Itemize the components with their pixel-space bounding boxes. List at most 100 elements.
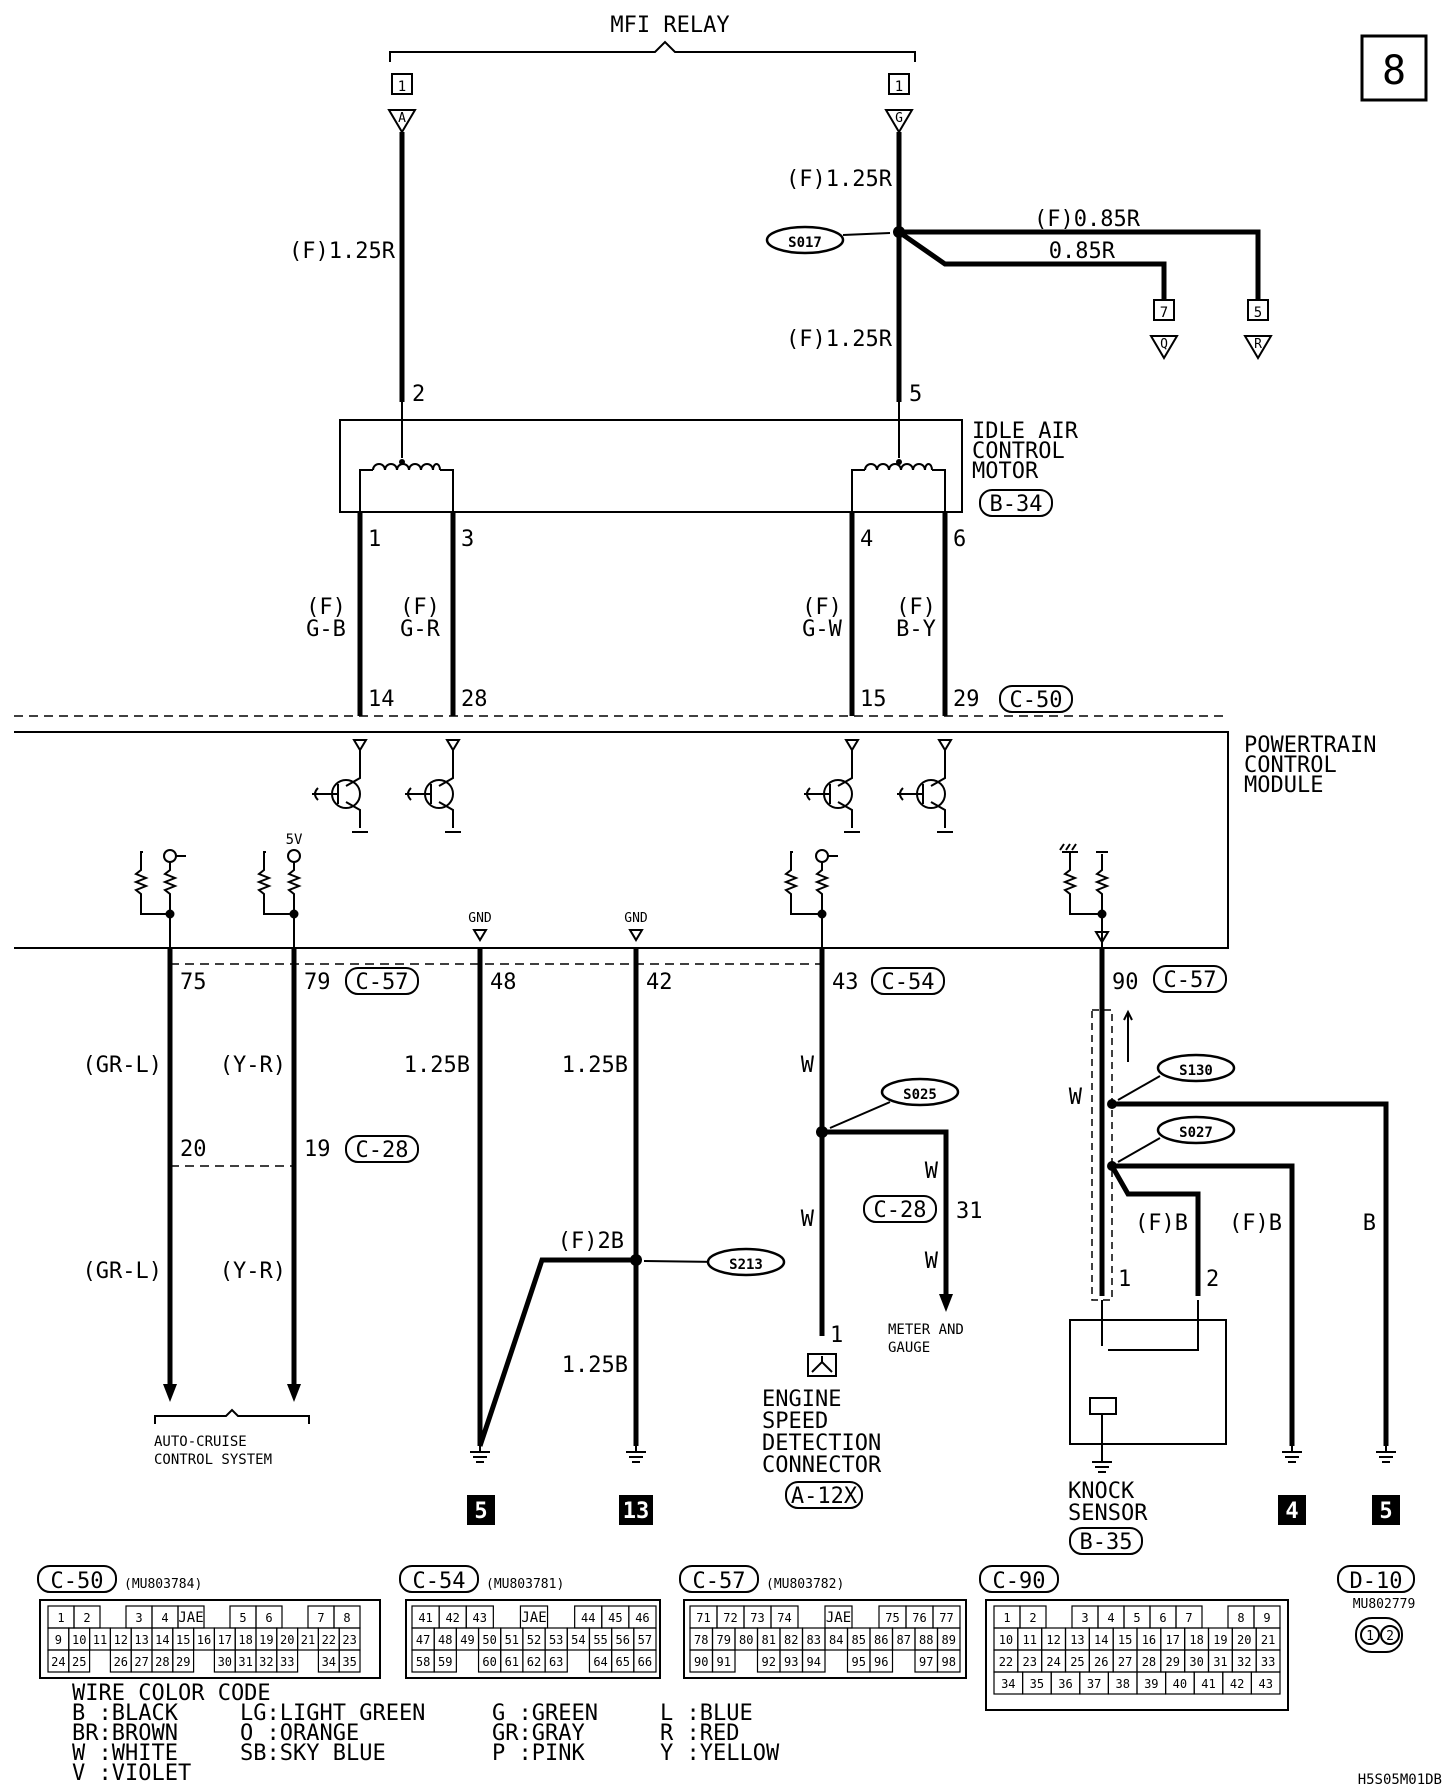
connector-pin-number: 51 bbox=[505, 1633, 519, 1647]
connector-pin-number: 24 bbox=[51, 1655, 65, 1669]
connector-pin-number: 45 bbox=[608, 1611, 622, 1625]
esdc-connector-symbol bbox=[807, 1353, 837, 1377]
svg-text:2: 2 bbox=[1386, 1629, 1394, 1644]
connector-pin-number: 81 bbox=[762, 1633, 776, 1647]
connector-pin-number: 27 bbox=[1118, 1655, 1132, 1669]
connector-pin-number: 49 bbox=[460, 1633, 474, 1647]
splice-s027-tag bbox=[1156, 1115, 1236, 1145]
connector-pin-number: 7 bbox=[1185, 1611, 1192, 1625]
connector-pin-number: 44 bbox=[581, 1611, 595, 1625]
svg-text:V :VIOLET: V :VIOLET bbox=[72, 1761, 191, 1786]
pcm-pin-29: 29 bbox=[953, 687, 980, 712]
connector-pin-number: 85 bbox=[852, 1633, 866, 1647]
wire-s025-branch bbox=[822, 1129, 949, 1296]
connector-pin-number: 29 bbox=[176, 1655, 190, 1669]
connector-pin-number: 3 bbox=[135, 1611, 142, 1625]
connector-pin-number: 19 bbox=[259, 1633, 273, 1647]
wire-color-75-lower: (GR-L) bbox=[83, 1259, 162, 1284]
connector-pin-number: 11 bbox=[93, 1633, 107, 1647]
connector-pin-number: 83 bbox=[807, 1633, 821, 1647]
wire-color-43: W bbox=[801, 1053, 815, 1078]
connector-pin-number: 41 bbox=[1201, 1677, 1215, 1691]
iac-motor-name-2: CONTROL bbox=[972, 439, 1065, 464]
connector-pin-number: 91 bbox=[717, 1655, 731, 1669]
connector-pin-number: 4 bbox=[1107, 1611, 1114, 1625]
f-mark-29: (F) bbox=[896, 595, 936, 620]
connector-pin-number: 22 bbox=[322, 1633, 336, 1647]
connector-pin-number: 31 bbox=[238, 1655, 252, 1669]
connector-pin-number: 28 bbox=[1142, 1655, 1156, 1669]
connector-pin-number: 42 bbox=[1230, 1677, 1244, 1691]
knock-shield bbox=[1091, 1009, 1113, 1301]
pcm-gnd-marker-1 bbox=[472, 929, 488, 942]
svg-text:(MU803782): (MU803782) bbox=[766, 1577, 844, 1592]
connector-pin-number: 71 bbox=[696, 1611, 710, 1625]
connector-pin-number: 34 bbox=[1001, 1677, 1015, 1691]
wire-color-79-upper: (Y-R) bbox=[220, 1053, 286, 1078]
auto-cruise-label-2: CONTROL SYSTEM bbox=[154, 1452, 272, 1468]
connector-pin-number: 98 bbox=[942, 1655, 956, 1669]
knock-connector-box bbox=[1069, 1527, 1143, 1555]
connector-pin-number: 18 bbox=[1189, 1633, 1203, 1647]
svg-text:P :PINK: P :PINK bbox=[492, 1741, 585, 1766]
page-number-box bbox=[1360, 34, 1428, 102]
connector-pin-number: 18 bbox=[238, 1633, 252, 1647]
svg-text:Q: Q bbox=[1160, 337, 1168, 352]
splice-s130-label: S130 bbox=[1179, 1063, 1213, 1079]
meter-arrow bbox=[939, 1294, 953, 1312]
connector-pin-number: 60 bbox=[482, 1655, 496, 1669]
connector-pin-number: 66 bbox=[638, 1655, 652, 1669]
connector-pin-number: 23 bbox=[342, 1633, 356, 1647]
esdc-label-3: DETECTION bbox=[762, 1431, 881, 1456]
svg-text:C-50: C-50 bbox=[51, 1569, 104, 1594]
esdc-label-2: SPEED bbox=[762, 1409, 828, 1434]
splice-s025-tag bbox=[880, 1077, 960, 1107]
splice-s130-tag bbox=[1156, 1053, 1236, 1083]
connector-pin-number: 14 bbox=[1094, 1633, 1108, 1647]
connector-pin-number: 88 bbox=[919, 1633, 933, 1647]
iac-motor-name-3: MOTOR bbox=[972, 459, 1039, 484]
connector-pin-number: 30 bbox=[218, 1655, 232, 1669]
pcm-5v-label: 5V bbox=[286, 832, 303, 848]
pcm-pin-28: 28 bbox=[461, 687, 488, 712]
connector-pin-number: 54 bbox=[571, 1633, 585, 1647]
wire-color-28: G-R bbox=[400, 617, 440, 642]
mfi-relay-brace bbox=[389, 40, 916, 62]
pcm-name-1: POWERTRAIN bbox=[1244, 733, 1376, 758]
connector-pin-number: 97 bbox=[919, 1655, 933, 1669]
connector-pin-cell bbox=[801, 1649, 826, 1673]
connector-pin-number: 8 bbox=[1237, 1611, 1244, 1625]
esdc-label-4: CONNECTOR bbox=[762, 1453, 882, 1478]
knock-name-1: KNOCK bbox=[1068, 1479, 1135, 1504]
pcm-c57b-box bbox=[1153, 965, 1227, 993]
f-mark-28: (F) bbox=[400, 595, 440, 620]
connector-pin-number: 39 bbox=[1144, 1677, 1158, 1691]
svg-text:G: G bbox=[895, 111, 903, 126]
wire-color-48: 1.25B bbox=[404, 1053, 470, 1078]
c28-pin-19: 19 bbox=[304, 1137, 331, 1162]
pcm-gnd-label-2: GND bbox=[624, 911, 648, 926]
pcm-transistor-29 bbox=[897, 739, 953, 833]
connector-pin-number: 28 bbox=[155, 1655, 169, 1669]
pcm-input-circuit-79 bbox=[256, 849, 302, 948]
off-page-q: 7 Q bbox=[1149, 299, 1179, 360]
page-number: 8 bbox=[1382, 48, 1406, 94]
connector-pin-number: 22 bbox=[999, 1655, 1013, 1669]
pcm-transistor-28 bbox=[405, 739, 461, 833]
wire-color-meter: W bbox=[925, 1249, 939, 1274]
diagram-code: H5S05M01DB bbox=[1358, 1772, 1442, 1788]
svg-text:1: 1 bbox=[398, 79, 406, 95]
wire-color-ks-fb2: (F)B bbox=[1229, 1211, 1282, 1236]
relay-pin-right: 1 G bbox=[884, 73, 914, 134]
splice-s213-dot bbox=[630, 1254, 642, 1266]
connector-pin-number: 32 bbox=[259, 1655, 273, 1669]
connector-pin-number: 25 bbox=[1070, 1655, 1084, 1669]
iac-coil-right bbox=[851, 402, 946, 512]
pcm-c50-box bbox=[999, 685, 1073, 713]
pcm-name-3: MODULE bbox=[1244, 773, 1323, 798]
connector-pin-cell bbox=[433, 1649, 457, 1673]
cruise-arrow-2 bbox=[287, 1384, 301, 1402]
wire-color-15: G-W bbox=[802, 617, 842, 642]
